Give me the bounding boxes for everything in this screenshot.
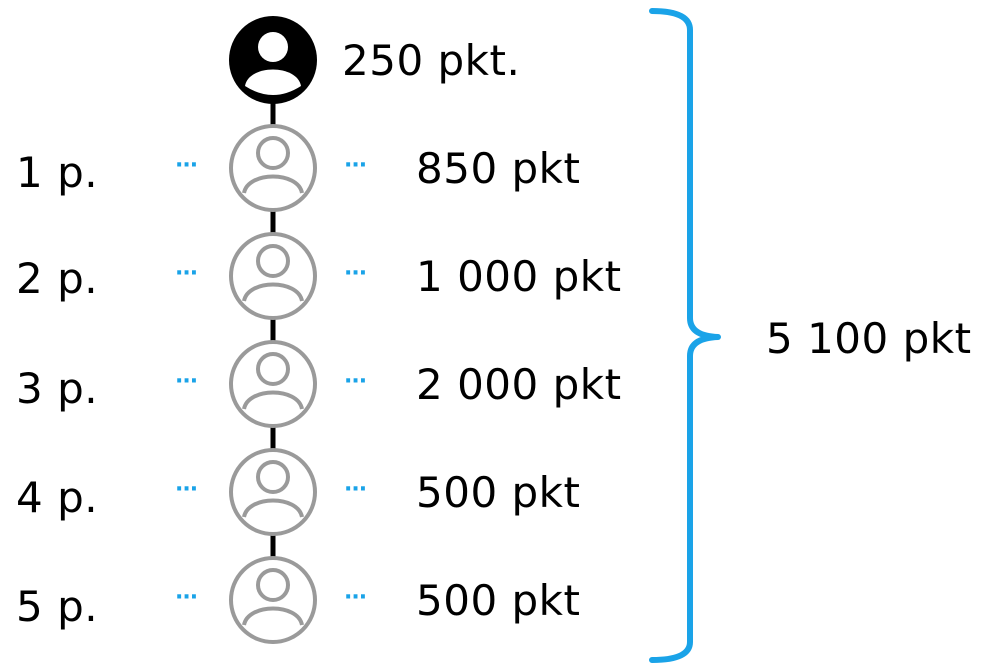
level-label: 4 p. [16, 473, 99, 522]
dots-right: ··· [344, 477, 367, 502]
level-label: 5 p. [16, 582, 99, 631]
dots-right: ··· [344, 261, 367, 286]
level-2-user-icon [229, 232, 317, 320]
level-5-user-icon [229, 556, 317, 644]
dots-right: ··· [344, 153, 367, 178]
total-points: 5 100 pkt [766, 314, 972, 363]
level-1-user-icon [229, 124, 317, 212]
dots-left: ··· [175, 585, 198, 610]
dots-right: ··· [344, 585, 367, 610]
level-label: 2 p. [16, 254, 99, 303]
level-points: 2 000 pkt [416, 360, 622, 409]
dots-left: ··· [175, 261, 198, 286]
dots-left: ··· [175, 369, 198, 394]
curly-brace [649, 8, 721, 663]
top-user-icon [229, 16, 317, 104]
dots-left: ··· [175, 477, 198, 502]
dots-right: ··· [344, 369, 367, 394]
level-points: 500 pkt [416, 468, 581, 517]
level-3-user-icon [229, 340, 317, 428]
level-4-user-icon [229, 448, 317, 536]
level-points: 1 000 pkt [416, 252, 622, 301]
top-points: 250 pkt. [342, 36, 521, 85]
level-points: 850 pkt [416, 144, 581, 193]
dots-left: ··· [175, 153, 198, 178]
level-label: 3 p. [16, 364, 99, 413]
level-points: 500 pkt [416, 576, 581, 625]
level-label: 1 p. [16, 148, 99, 197]
